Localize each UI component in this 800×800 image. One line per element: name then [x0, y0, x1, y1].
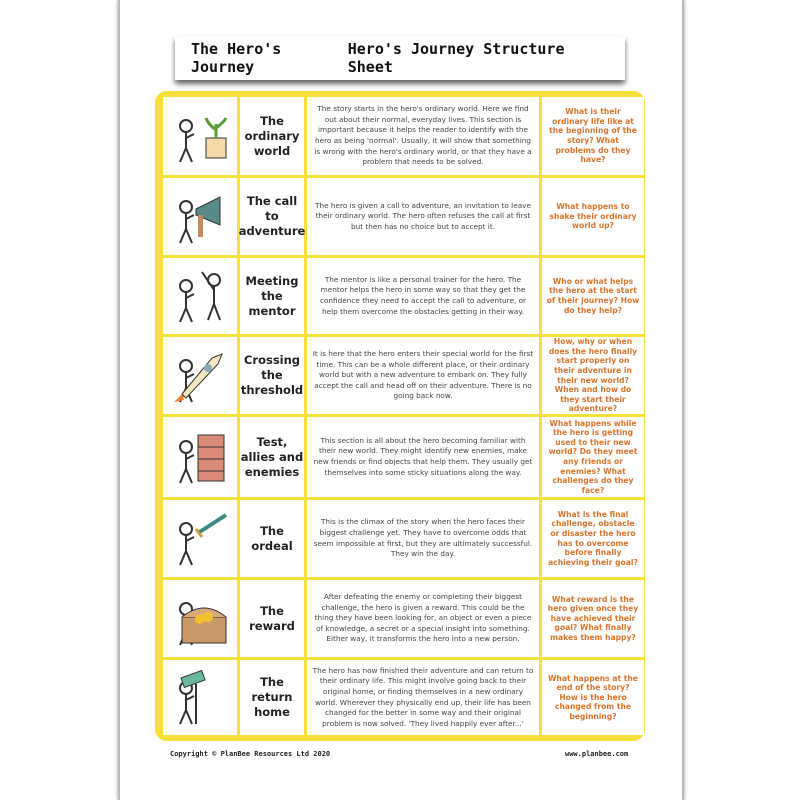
stage-title: Crossing the threshold — [240, 337, 304, 414]
stage-title: The call to adventure — [239, 178, 305, 255]
high-five-icon — [179, 271, 221, 323]
stage-question: Who or what helps the hero at the start … — [542, 258, 644, 334]
stage-description: The story starts in the hero's ordinary … — [307, 97, 539, 175]
stage-question: What happens to shake their ordinary wor… — [542, 178, 644, 255]
table-row: The return home The hero has now finishe… — [163, 660, 644, 735]
row-illustration — [163, 500, 237, 577]
row-illustration — [163, 580, 237, 657]
stage-question: What is their ordinary life like at the … — [542, 97, 644, 175]
copyright: Copyright © PlanBee Resources Ltd 2020 — [170, 750, 331, 758]
row-illustration — [163, 258, 237, 334]
stage-title: Test, allies and enemies — [240, 417, 304, 497]
table-row: The reward After defeating the enemy or … — [163, 580, 644, 657]
stage-question: What reward is the hero given once they … — [542, 580, 644, 657]
rocket-icon — [174, 352, 223, 402]
table-row: The ordinary world The story starts in t… — [163, 97, 644, 175]
table-row: Crossing the threshold It is here that t… — [163, 337, 644, 414]
stage-title: Meeting the mentor — [240, 258, 304, 334]
stage-question: How, why or when does the hero finally s… — [542, 337, 644, 414]
website: www.planbee.com — [565, 750, 629, 758]
row-illustration — [163, 417, 237, 497]
header-right-title: Hero's Journey Structure Sheet — [347, 40, 565, 76]
stage-title: The ordinary world — [240, 97, 304, 175]
brick-wall-icon — [179, 434, 225, 484]
row-illustration — [163, 178, 237, 255]
stage-description: This is the climax of the story when the… — [307, 500, 539, 577]
stage-title: The ordeal — [240, 500, 304, 577]
stage-description: This section is all about the hero becom… — [307, 417, 539, 497]
table-row: The ordeal This is the climax of the sto… — [163, 500, 644, 577]
stage-description: The mentor is like a personal trainer fo… — [307, 258, 539, 334]
stage-question: What happens while the hero is getting u… — [542, 417, 644, 497]
home-sign-icon — [179, 669, 206, 724]
header-left-title: The Hero's Journey — [191, 40, 282, 76]
hero-with-plant-icon — [179, 117, 228, 163]
stage-title: The reward — [240, 580, 304, 657]
stage-question: What happens at the end of the story? Ho… — [542, 660, 644, 735]
table-row: Meeting the mentor The mentor is like a … — [163, 258, 644, 334]
stage-description: It is here that the hero enters their sp… — [307, 337, 539, 414]
table-row: The call to adventure The hero is given … — [163, 178, 644, 255]
stage-question: What is the final challenge, obstacle or… — [542, 500, 644, 577]
row-illustration — [163, 337, 237, 414]
megaphone-icon — [179, 195, 221, 243]
row-illustration — [163, 97, 237, 175]
sword-icon — [179, 512, 228, 565]
stage-title: The return home — [240, 660, 304, 735]
treasure-chest-icon — [179, 601, 227, 645]
table-row: Test, allies and enemies This section is… — [163, 417, 644, 497]
stage-description: The hero is given a call to adventure, a… — [307, 178, 539, 255]
page-header: The Hero's Journey Hero's Journey Struct… — [175, 36, 625, 80]
stage-description: After defeating the enemy or completing … — [307, 580, 539, 657]
row-illustration — [163, 660, 237, 735]
stage-description: The hero has now finished their adventur… — [307, 660, 539, 735]
